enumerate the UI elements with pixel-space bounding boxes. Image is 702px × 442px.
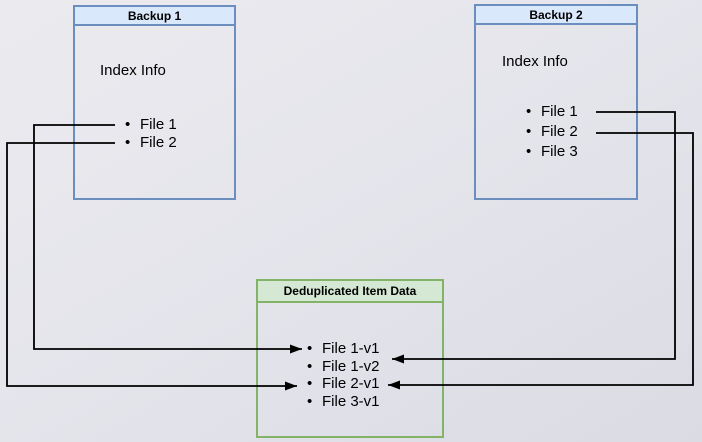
- backup2-box: Backup 2 Index Info File 1File 2File 3: [474, 4, 638, 200]
- dedup-header: Deduplicated Item Data: [258, 281, 442, 303]
- backup1-subtitle: Index Info: [100, 62, 166, 79]
- backup2-file-list: File 1File 2File 3: [526, 102, 578, 162]
- dedup-title: Deduplicated Item Data: [283, 284, 417, 298]
- list-item: File 2: [526, 122, 578, 142]
- list-item: File 3: [526, 142, 578, 162]
- backup2-subtitle: Index Info: [502, 53, 568, 70]
- backup1-header: Backup 1: [75, 7, 234, 26]
- list-item: File 2: [125, 134, 177, 152]
- backup2-title: Backup 2: [529, 7, 583, 22]
- list-item: File 1: [125, 116, 177, 134]
- dedup-item-list: File 1-v1File 1-v2File 2-v1File 3-v1: [307, 340, 380, 410]
- list-item: File 1-v2: [307, 358, 380, 376]
- backup1-box: Backup 1 Index Info File 1File 2: [73, 5, 236, 200]
- backup1-file-list: File 1File 2: [125, 116, 177, 152]
- list-item: File 1: [526, 102, 578, 122]
- list-item: File 3-v1: [307, 393, 380, 411]
- backup1-title: Backup 1: [127, 8, 182, 23]
- list-item: File 2-v1: [307, 375, 380, 393]
- backup2-header: Backup 2: [476, 6, 636, 25]
- dedup-box: Deduplicated Item Data File 1-v1File 1-v…: [256, 279, 444, 438]
- list-item: File 1-v1: [307, 340, 380, 358]
